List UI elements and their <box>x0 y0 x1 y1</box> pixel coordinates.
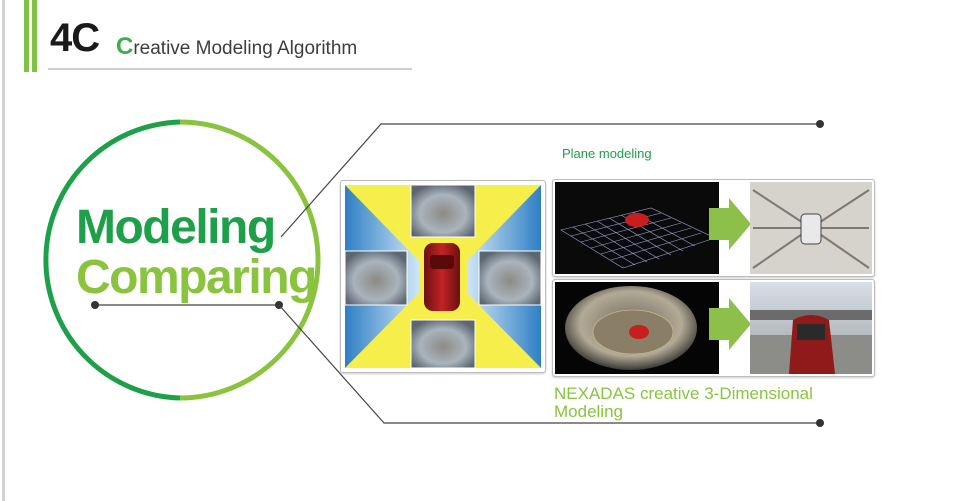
title-underline <box>48 68 412 70</box>
caption-nexadas-3d-modeling: NEXADAS creative 3-Dimensional Modeling <box>554 384 813 421</box>
surround-view-image <box>344 184 542 369</box>
circle-ring-light <box>179 119 321 401</box>
slide-code: 4C <box>50 16 100 60</box>
baseline-dot-left <box>91 301 99 309</box>
surround-view-panel <box>340 180 546 373</box>
slide-title-initial: C <box>116 33 134 60</box>
top-connector-dot <box>816 120 824 128</box>
circle-ring-dark <box>43 119 181 256</box>
plane-modeling-panel <box>552 179 875 277</box>
top-connector-line <box>280 123 820 238</box>
nexadas-3d-modeling-panel <box>552 279 875 377</box>
circle-label-comparing: Comparing <box>76 251 317 304</box>
caption-plane-modeling: Plane modeling <box>562 146 652 161</box>
plane-modeling-image <box>555 182 872 274</box>
slide-title-text: reative Modeling Algorithm <box>133 38 358 59</box>
left-border-rule <box>2 0 5 501</box>
circle-ring-dark-bottom <box>43 254 181 401</box>
bottom-connector-line <box>278 304 820 424</box>
circle-label-modeling: Modeling <box>76 201 276 254</box>
slide-title: Creative Modeling Algorithm <box>116 33 357 61</box>
nexadas-3d-modeling-image <box>555 282 872 374</box>
bottom-connector-dot <box>816 419 824 427</box>
header-accent-bars <box>24 0 37 72</box>
